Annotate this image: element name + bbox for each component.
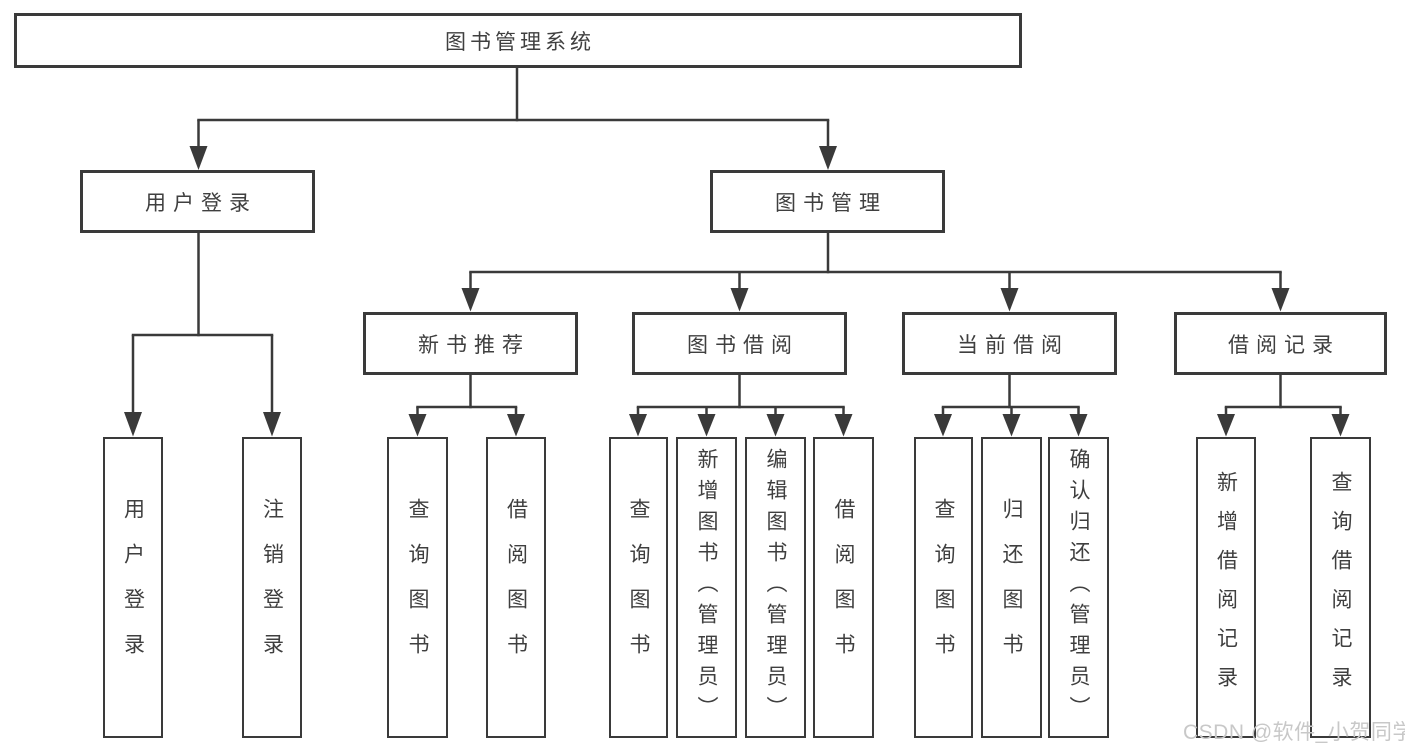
node-leaf-confirm-return-admin-label: 确认归还（管理员）	[1067, 448, 1091, 727]
node-borrowing-records: 借阅记录	[1174, 312, 1387, 375]
connector-borrowing-records-split	[1217, 375, 1350, 437]
node-book-borrowing: 图书借阅	[632, 312, 847, 375]
connector-book-borrowing-split	[629, 375, 853, 437]
node-leaf-query-books-recommend-label: 查询图书	[406, 497, 430, 678]
node-leaf-borrow-books-recommend: 借阅图书	[486, 437, 546, 738]
node-leaf-user-login: 用户登录	[103, 437, 163, 738]
node-leaf-logout: 注销登录	[242, 437, 302, 738]
node-leaf-logout-label: 注销登录	[260, 497, 284, 678]
node-leaf-confirm-return-admin: 确认归还（管理员）	[1048, 437, 1109, 738]
connector-new-book-recommendation-split	[408, 375, 525, 437]
node-leaf-query-borrow-record-label: 查询借阅记录	[1329, 470, 1353, 705]
node-user-login-label: 用户登录	[145, 191, 257, 215]
csdn-watermark: CSDN @软件_小贺同学	[1183, 721, 1405, 744]
connector-root-split	[189, 68, 837, 170]
node-leaf-add-borrow-record: 新增借阅记录	[1196, 437, 1256, 738]
node-leaf-borrow-books-borrowing-label: 借阅图书	[832, 497, 856, 678]
node-borrowing-records-label: 借阅记录	[1228, 333, 1340, 357]
node-leaf-return-books: 归还图书	[981, 437, 1042, 738]
node-leaf-borrow-books-borrowing: 借阅图书	[813, 437, 874, 738]
node-current-borrowing-label: 当前借阅	[957, 333, 1069, 357]
node-leaf-edit-books-admin-label: 编辑图书（管理员）	[764, 448, 788, 727]
connector-user-login-split	[124, 233, 281, 437]
node-leaf-query-borrow-record: 查询借阅记录	[1310, 437, 1371, 738]
node-leaf-borrow-books-recommend-label: 借阅图书	[504, 497, 528, 678]
node-root: 图书管理系统	[14, 13, 1022, 68]
node-user-login: 用户登录	[80, 170, 315, 233]
node-leaf-query-books-current-label: 查询图书	[932, 497, 956, 678]
node-book-management: 图书管理	[710, 170, 945, 233]
node-leaf-query-books-recommend: 查询图书	[387, 437, 448, 738]
node-root-label: 图书管理系统	[445, 30, 595, 54]
node-leaf-edit-books-admin: 编辑图书（管理员）	[745, 437, 806, 738]
node-leaf-add-books-admin-label: 新增图书（管理员）	[695, 448, 719, 727]
node-leaf-query-books-current: 查询图书	[914, 437, 973, 738]
node-leaf-add-books-admin: 新增图书（管理员）	[676, 437, 737, 738]
node-book-borrowing-label: 图书借阅	[687, 333, 799, 357]
node-leaf-user-login-label: 用户登录	[121, 497, 145, 678]
node-new-book-recommendation: 新书推荐	[363, 312, 578, 375]
node-leaf-return-books-label: 归还图书	[1000, 497, 1024, 678]
node-new-book-recommendation-label: 新书推荐	[418, 333, 530, 357]
connector-current-borrowing-split	[934, 375, 1088, 437]
connector-book-management-split	[461, 233, 1290, 312]
node-current-borrowing: 当前借阅	[902, 312, 1117, 375]
node-leaf-query-books-borrowing: 查询图书	[609, 437, 668, 738]
node-book-management-label: 图书管理	[775, 191, 887, 215]
node-leaf-add-borrow-record-label: 新增借阅记录	[1214, 470, 1238, 705]
node-leaf-query-books-borrowing-label: 查询图书	[627, 497, 651, 678]
